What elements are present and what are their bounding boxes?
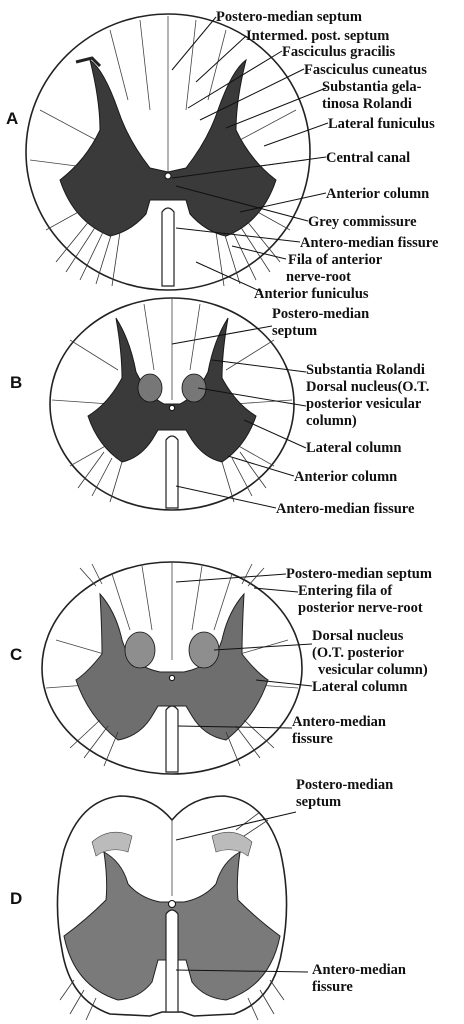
panel-b-label-septum: septum [272,323,317,339]
panel-c-label-postero-median-septum: Postero-median septum [286,566,432,582]
panel-a-label-fila-of-anterior: Fila of anterior [288,252,383,268]
panel-c-dorsal-nucleus-left [125,632,155,668]
panel-c-labels: Postero-median septum Entering fila of p… [286,566,432,747]
panel-a-label-fasciculus-gracilis: Fasciculus gracilis [282,44,396,60]
panel-c-label-fissure: fissure [292,731,333,747]
panel-c-label-entering-fila: Entering fila of [298,583,392,599]
panel-d-label-fissure: fissure [312,979,353,995]
panel-b-label-lateral-column: Lateral column [306,440,401,456]
panel-c-label-lateral-column: Lateral column [312,679,407,695]
panel-a-letter: A [6,109,18,128]
panel-b-letter: B [10,373,22,392]
panel-c-label-posterior-nerve-root: posterior nerve-root [298,600,423,616]
panel-b-label-dorsal-nucleus: Dorsal nucleus(O.T. [306,379,429,395]
panel-d-label-antero-median: Antero-median [312,962,406,978]
panel-d-labels: Postero-median septum Antero-median fiss… [296,777,406,995]
panel-c-label-ot-posterior: (O.T. posterior [312,645,405,661]
panel-c-label-vesicular-column: vesicular column) [318,662,428,678]
panel-d-letter: D [10,889,22,908]
panel-b-label-substantia-rolandi: Substantia Rolandi [306,362,425,378]
panel-a-label-intermed-post-septum: Intermed. post. septum [246,28,389,44]
panel-a-central-canal [165,173,171,179]
panel-c-label-dorsal-nucleus: Dorsal nucleus [312,628,404,644]
panel-d-central-canal [169,901,176,908]
panel-a-label-substantia-gela: Substantia gela- [322,79,422,95]
panel-b-dorsal-nucleus-left [138,374,162,402]
panel-b-label-posterior-vesicular: posterior vesicular [306,396,422,412]
panel-a-label-tinosa-rolandi: tinosa Rolandi [322,96,412,112]
panel-a-label-fasciculus-cuneatus: Fasciculus cuneatus [304,62,427,78]
panel-b-dorsal-nucleus-right [182,374,206,402]
panel-c-antero-median-fissure [166,706,178,772]
panel-d-label-postero-median: Postero-median [296,777,393,793]
panel-a-label-postero-median-septum: Postero-median septum [216,9,362,25]
panel-c-letter: C [10,645,22,664]
panel-d: D Postero-median septum Antero-median fi… [10,777,406,1020]
panel-a-antero-median-fissure [162,208,174,286]
panel-b-labels: Postero-median septum Substantia Rolandi… [272,306,429,517]
panel-a-label-antero-median-fissure: Antero-median fissure [300,235,439,251]
panel-b-central-canal [169,405,174,410]
panel-c-label-antero-median: Antero-median [292,714,386,730]
panel-c-central-canal [169,675,174,680]
panel-b-antero-median-fissure [166,436,178,508]
panel-a-label-lateral-funiculus: Lateral funiculus [328,116,435,132]
panel-a-label-nerve-root: nerve-root [286,269,351,285]
panel-a-label-central-canal: Central canal [326,150,410,166]
panel-b-label-anterior-column: Anterior column [294,469,397,485]
panel-b-label-antero-median-fissure: Antero-median fissure [276,501,415,517]
panel-b: B Postero- [10,298,429,517]
panel-a-label-grey-commissure: Grey commissure [308,214,417,230]
panel-d-label-septum: septum [296,794,341,810]
panel-d-antero-median-fissure [166,910,178,1012]
panel-a-label-anterior-funiculus: Anterior funiculus [254,286,369,302]
panel-a-label-anterior-column: Anterior column [326,186,429,202]
panel-b-label-postero-median: Postero-median [272,306,369,322]
panel-a: A [6,9,439,302]
panel-b-label-column: column) [306,413,357,429]
panel-c: C P [10,562,432,774]
